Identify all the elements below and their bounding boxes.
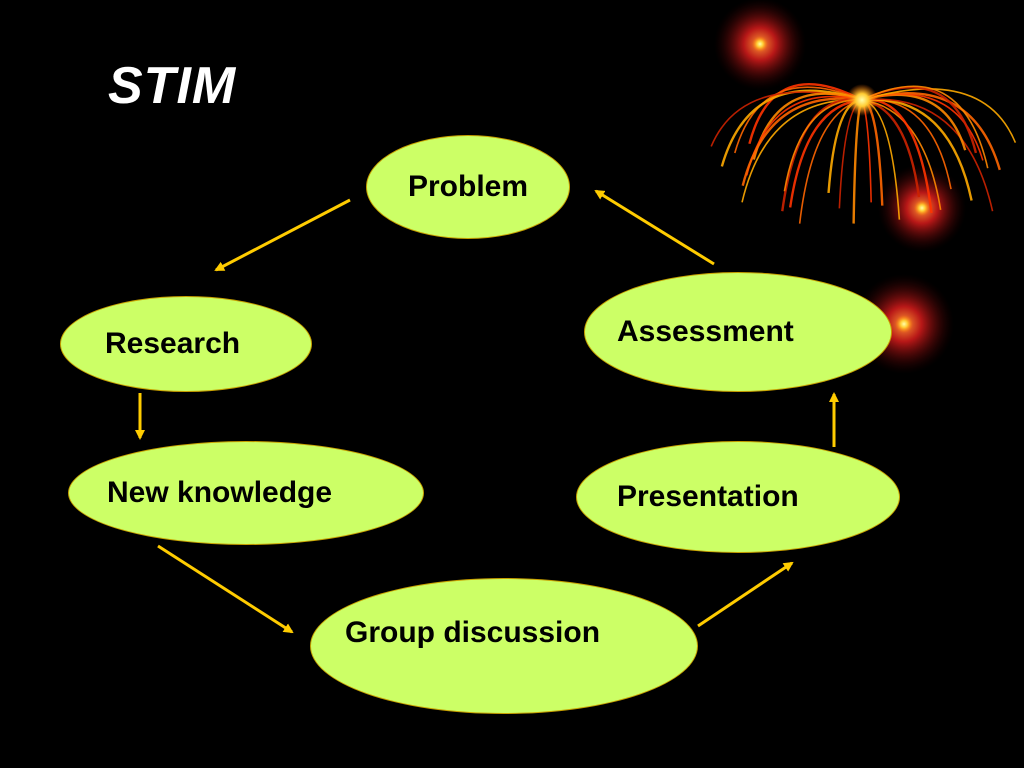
node-group-discussion: Group discussion [310, 578, 698, 714]
slide-title: STIM [108, 57, 237, 115]
node-problem: Problem [366, 135, 570, 239]
node-group-discussion-label: Group discussion [345, 616, 601, 649]
node-assessment-label: Assessment [617, 315, 794, 348]
node-assessment: Assessment [584, 272, 892, 392]
arrow-assessment-to-problem [594, 189, 715, 266]
arrow-group-discussion-to-presentation [697, 561, 794, 628]
node-research-label: Research [105, 327, 241, 360]
node-new-knowledge-label: New knowledge [107, 476, 333, 509]
node-presentation-label: Presentation [617, 480, 799, 513]
node-new-knowledge: New knowledge [68, 441, 424, 545]
firework-decoration-icon [710, 0, 1017, 374]
node-research: Research [60, 296, 312, 392]
arrow-new-knowledge-to-group-discussion [157, 544, 294, 634]
arrow-problem-to-research [214, 198, 351, 272]
node-presentation: Presentation [576, 441, 900, 553]
node-problem-label: Problem [407, 170, 529, 203]
